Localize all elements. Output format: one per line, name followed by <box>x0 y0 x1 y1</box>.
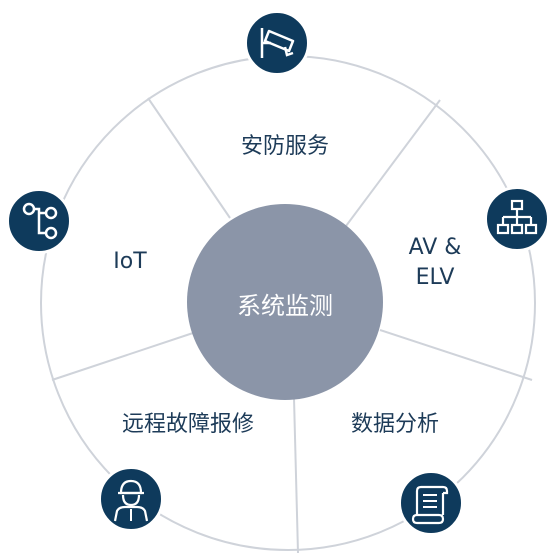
divider-line <box>51 331 197 381</box>
center-label: 系统监测 <box>237 292 333 320</box>
segment-label-elv-line: ELV <box>415 265 455 290</box>
security-camera-icon <box>260 28 295 58</box>
segment-label-av-elv: AV & ELV <box>395 233 475 293</box>
segment-label-av-line: AV & <box>408 235 462 260</box>
connected-nodes-icon <box>22 202 58 240</box>
segment-label-remote-repair: 远程故障报修 <box>121 412 254 437</box>
segment-label-analytics: 数据分析 <box>350 412 439 437</box>
connected-nodes-badge <box>6 188 72 254</box>
scroll-badge <box>398 470 464 536</box>
center-circle <box>187 204 383 400</box>
security-camera-badge <box>244 10 310 76</box>
segment-label-iot: IoT <box>113 249 147 274</box>
technician-icon <box>113 479 149 522</box>
hierarchy-badge <box>484 186 550 252</box>
technician-badge <box>98 466 164 532</box>
divider-line <box>293 397 299 554</box>
segment-label-security: 安防服务 <box>240 134 329 159</box>
divider-line <box>379 329 533 381</box>
hierarchy-icon <box>496 199 538 235</box>
scroll-icon <box>411 485 449 525</box>
divider-line <box>147 97 231 219</box>
divider-line <box>345 99 441 227</box>
